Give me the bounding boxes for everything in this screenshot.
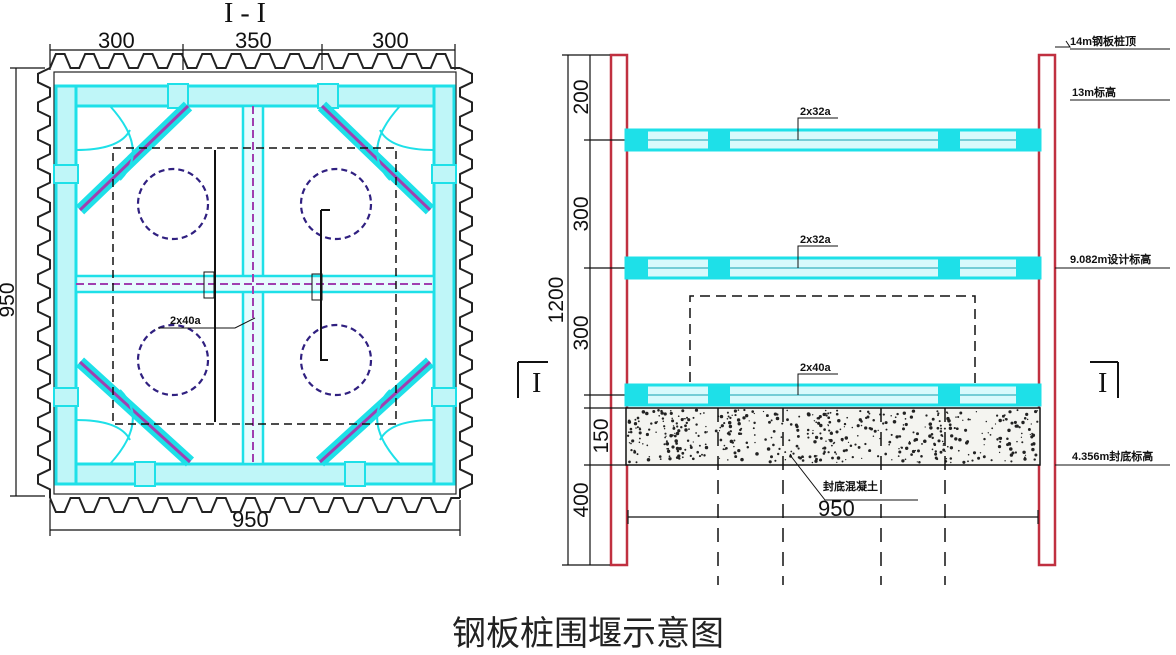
elevation-dimension-chain <box>562 54 626 566</box>
elevation-view: 1200 200 300 300 150 400 I I <box>517 34 1170 585</box>
level-label-13m: 13m标高 <box>1072 85 1116 99</box>
plan-dim-950-bottom: 950 <box>232 507 269 532</box>
plan-dim-950-left: 950 <box>0 282 19 317</box>
plan-bottom-dimension <box>49 500 461 536</box>
plan-dim-300-left: 300 <box>98 28 135 53</box>
beam-leaders <box>797 117 838 395</box>
piles-below <box>717 408 946 585</box>
level-label-seal: 4.356m封底标高 <box>1072 449 1153 463</box>
waling-beams <box>624 128 1042 407</box>
plan-left-dimension <box>10 67 45 497</box>
pile-cap-outline <box>112 147 397 425</box>
section-title: I - I <box>224 0 266 29</box>
corner-braces <box>75 101 435 467</box>
elevation-dim-400: 400 <box>570 482 593 517</box>
level-label-design: 9.082m设计标高 <box>1070 252 1151 266</box>
elevation-dim-300-a: 300 <box>570 196 593 231</box>
elevation-dim-200: 200 <box>570 79 593 114</box>
left-sheet-pile <box>609 53 629 567</box>
brace-leader <box>158 317 256 329</box>
plan-brace-label: 2x40a <box>170 315 201 327</box>
pile-circle <box>136 323 210 397</box>
section-mark-left-label: I <box>532 368 541 399</box>
concrete-seal <box>625 407 1041 466</box>
waling-beam-middle <box>624 256 1042 280</box>
pile-circles <box>136 167 373 397</box>
cofferdam-drawing: I - I 300 350 300 950 950 <box>0 0 1170 585</box>
figure-caption: 钢板桩围堰示意图 <box>452 614 724 654</box>
waling-frame <box>53 83 457 487</box>
beam-label-middle: 2x32a <box>800 234 831 246</box>
pile-circle <box>299 323 373 397</box>
concrete-texture <box>626 408 1039 464</box>
plan-dim-350: 350 <box>235 28 272 53</box>
pile-circle <box>299 167 373 241</box>
beam-label-bottom: 2x40a <box>800 362 831 374</box>
elevation-bottom-dimension <box>627 510 1039 524</box>
plan-dim-300-right: 300 <box>372 28 409 53</box>
pile-cap-elevation-outline <box>689 295 976 398</box>
elevation-dim-150: 150 <box>590 418 613 453</box>
sheet-pile-wall <box>37 53 473 513</box>
plan-view: I - I 300 350 300 950 950 <box>0 0 473 536</box>
pile-circle <box>136 167 210 241</box>
elevation-dim-1200: 1200 <box>545 277 568 324</box>
right-sheet-pile <box>1037 53 1057 567</box>
waling-beam-bottom <box>624 383 1042 407</box>
waling-beam-top <box>624 128 1042 152</box>
level-label-pile-top: 14m钢板桩顶 <box>1070 34 1136 48</box>
section-mark-right-label: I <box>1098 368 1107 399</box>
section-mark-right: I <box>1090 361 1119 399</box>
concrete-label: 封底混凝土 <box>823 479 878 493</box>
concrete-leader <box>789 454 918 501</box>
elevation-dim-300-b: 300 <box>570 315 593 350</box>
beam-label-top: 2x32a <box>800 106 831 118</box>
elevation-dim-950: 950 <box>818 496 855 521</box>
internal-marks <box>203 150 330 422</box>
level-markers <box>1055 40 1170 466</box>
section-mark-left: I <box>517 361 548 399</box>
